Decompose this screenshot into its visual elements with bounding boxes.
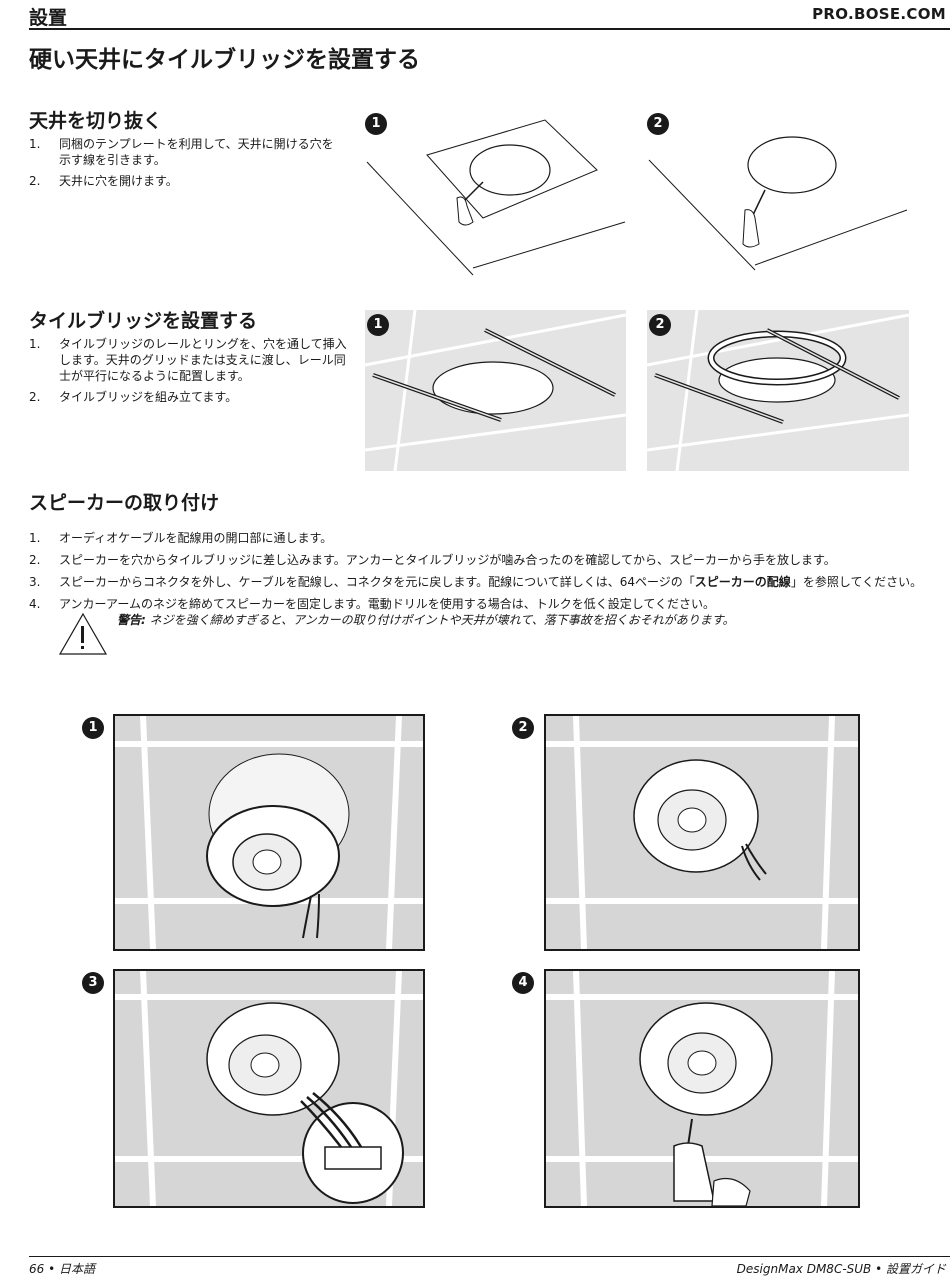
step-badge-2: 2 <box>647 113 669 135</box>
speaker-wiring-illustration <box>115 970 423 1207</box>
tile-bridge-ring-illustration <box>646 309 910 472</box>
step-number: 2. <box>29 553 41 567</box>
step-badge-2: 2 <box>649 314 671 336</box>
page-title: 硬い天井にタイルブリッジを設置する <box>29 47 420 73</box>
step-number: 4. <box>29 597 41 611</box>
step-text-after: 」を参照してください。 <box>790 575 923 589</box>
step-badge-3: 3 <box>82 972 104 994</box>
warning-icon <box>58 612 108 655</box>
cut-steps: 1. 同梱のテンプレートを利用して、天井に開ける穴を示す線を引きます。 2. 天井に… <box>29 136 339 194</box>
step-number: 1. <box>29 337 41 351</box>
step-number: 2. <box>29 390 41 404</box>
list-item: 2. タイルブリッジを組み立てます。 <box>29 389 347 405</box>
ceiling-template-illustration <box>366 119 626 276</box>
list-item: 1. タイルブリッジのレールとリングを、穴を通して挿入します。天井のグリッドまたは… <box>29 336 347 384</box>
step-text: オーディオケーブルを配線用の開口部に通します。 <box>59 531 333 545</box>
step-text: タイルブリッジを組み立てます。 <box>59 390 238 404</box>
bridge-section-title: タイルブリッジを設置する <box>29 310 258 332</box>
step-badge-1: 1 <box>365 113 387 135</box>
list-item: 3. スピーカーからコネクタを外し、ケーブルを配線し、コネクタを元に戻します。配線… <box>29 574 939 590</box>
list-item: 1. オーディオケーブルを配線用の開口部に通します。 <box>29 530 939 546</box>
list-item: 4. アンカーアームのネジを締めてスピーカーを固定します。電動ドリルを使用する場合… <box>29 596 939 612</box>
page-number: 66 • 日本語 <box>29 1262 95 1276</box>
site-url[interactable]: PRO.BOSE.COM <box>812 5 946 23</box>
footer-divider <box>29 1256 950 1257</box>
bridge-figure-2: 2 <box>646 309 910 472</box>
ceiling-hole-illustration <box>648 136 908 271</box>
step-number: 2. <box>29 174 41 188</box>
warning-text: 警告: ネジを強く締めすぎると、アンカーの取り付けポイントや天井が壊れて、落下事… <box>117 611 735 628</box>
wiring-reference-link[interactable]: スピーカーの配線 <box>694 575 791 589</box>
list-item: 1. 同梱のテンプレートを利用して、天井に開ける穴を示す線を引きます。 <box>29 136 339 168</box>
step-badge-4: 4 <box>512 972 534 994</box>
document-title: DesignMax DM8C-SUB • 設置ガイド <box>736 1262 946 1276</box>
bridge-steps: 1. タイルブリッジのレールとリングを、穴を通して挿入します。天井のグリッドまたは… <box>29 336 347 410</box>
tile-bridge-rails-illustration <box>364 309 627 472</box>
step-text: アンカーアームのネジを締めてスピーカーを固定します。電動ドリルを使用する場合は、… <box>59 597 716 611</box>
warning-label: 警告: <box>117 613 146 627</box>
mount-figure-2 <box>544 714 860 951</box>
mount-section-title: スピーカーの取り付け <box>29 492 220 514</box>
cut-section-title: 天井を切り抜く <box>29 110 163 132</box>
list-item: 2. 天井に穴を開けます。 <box>29 173 339 189</box>
step-badge-1: 1 <box>367 314 389 336</box>
list-item: 2. スピーカーを穴からタイルブリッジに差し込みます。アンカーとタイルブリッジが噛… <box>29 552 939 568</box>
mount-figure-3 <box>113 969 425 1208</box>
header-divider <box>29 28 950 30</box>
step-text: タイルブリッジのレールとリングを、穴を通して挿入します。天井のグリッドまたは支え… <box>59 337 347 383</box>
section-label: 設置 <box>29 7 68 29</box>
step-text: 天井に穴を開けます。 <box>59 174 178 188</box>
speaker-secure-drill-illustration <box>546 970 858 1207</box>
step-text-before: スピーカーからコネクタを外し、ケーブルを配線し、コネクタを元に戻します。配線につ… <box>59 575 695 589</box>
warning-message: ネジを強く締めすぎると、アンカーの取り付けポイントや天井が壊れて、落下事故を招く… <box>149 613 735 627</box>
cut-figure-2: 2 <box>647 110 909 280</box>
step-number: 1. <box>29 137 41 151</box>
bridge-figure-1: 1 <box>364 309 627 472</box>
mount-steps: 1. オーディオケーブルを配線用の開口部に通します。 2. スピーカーを穴からタイル… <box>29 530 939 617</box>
step-number: 3. <box>29 575 41 589</box>
step-badge-1: 1 <box>82 717 104 739</box>
speaker-seated-illustration <box>546 715 858 950</box>
step-badge-2: 2 <box>512 717 534 739</box>
step-text: スピーカーを穴からタイルブリッジに差し込みます。アンカーとタイルブリッジが噛み合… <box>59 553 836 567</box>
mount-figure-1 <box>113 714 425 951</box>
speaker-insert-illustration <box>115 715 423 950</box>
step-text: 同梱のテンプレートを利用して、天井に開ける穴を示す線を引きます。 <box>59 137 334 167</box>
step-number: 1. <box>29 531 41 545</box>
mount-figure-4 <box>544 969 860 1208</box>
cut-figure-1: 1 <box>365 110 627 280</box>
